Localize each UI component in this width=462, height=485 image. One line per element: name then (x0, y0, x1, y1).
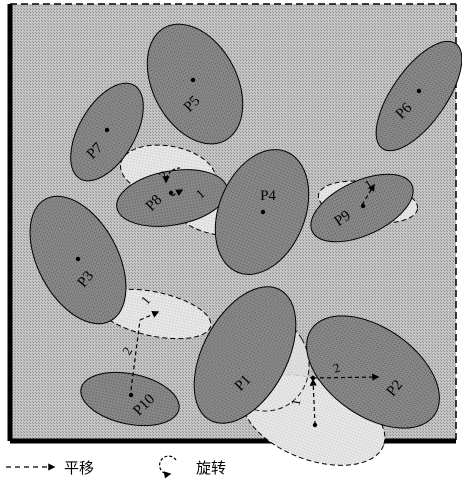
p9-translation-arrow (361, 183, 375, 206)
step-p2-translate-2: 2 (331, 360, 342, 376)
legend-rotate-label: 旋转 (196, 459, 226, 477)
particle-p2 (306, 315, 440, 429)
movement-arrows (130, 167, 380, 426)
p2-translation-arrow-2 (312, 373, 380, 381)
step-p2-translate-1: 1 (288, 398, 304, 407)
label-p4: P4 (260, 188, 276, 204)
centroid-p5 (190, 77, 196, 83)
centroid-p10 (128, 392, 134, 398)
legend-rotate-icon (159, 455, 177, 479)
label-p3: P3 (75, 268, 97, 290)
legend: 平移 旋转 (6, 455, 226, 479)
p8-translation-arrow (171, 189, 184, 197)
p10-translation-arrow-1 (130, 319, 141, 391)
label-p9: P9 (332, 208, 354, 230)
particle-p10 (80, 371, 180, 427)
p2-translation-arrow-1 (309, 378, 317, 426)
particle-p1 (193, 286, 297, 424)
label-p2: P2 (384, 377, 406, 399)
centroid-p4 (260, 209, 266, 215)
centroid-p6 (416, 88, 422, 94)
centroid-p7 (104, 127, 110, 133)
centroid-p8 (168, 190, 174, 196)
particle-p5 (146, 23, 244, 145)
particle-p6 (375, 40, 462, 152)
centroid-p3 (75, 256, 81, 262)
p8-rotation-arrow (162, 167, 181, 184)
p10-translation-arrow-2 (139, 311, 160, 321)
legend-translate-label: 平移 (64, 459, 94, 477)
particle-p9 (310, 173, 414, 243)
